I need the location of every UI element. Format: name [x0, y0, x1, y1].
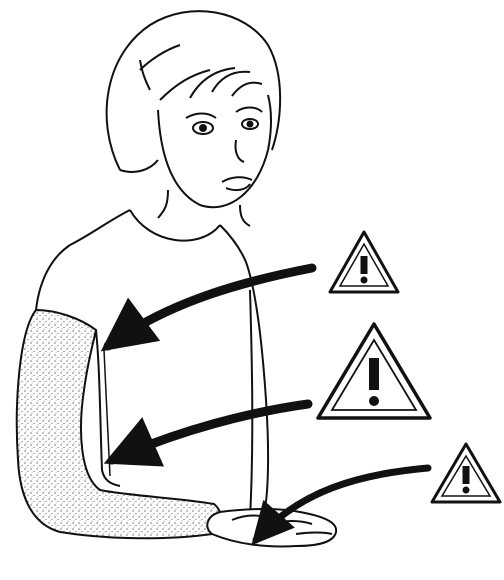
arm-cast: [17, 310, 221, 538]
warning-triangle-icon: [432, 444, 500, 502]
arrow-forearm: [112, 404, 308, 460]
warning-triangle-icon: [318, 324, 430, 418]
child-face: [158, 95, 271, 207]
child-hair: [107, 11, 281, 172]
warning-triangle-icon: [330, 232, 398, 292]
child-neck: [158, 190, 250, 226]
arrow-upper-arm: [108, 268, 312, 346]
